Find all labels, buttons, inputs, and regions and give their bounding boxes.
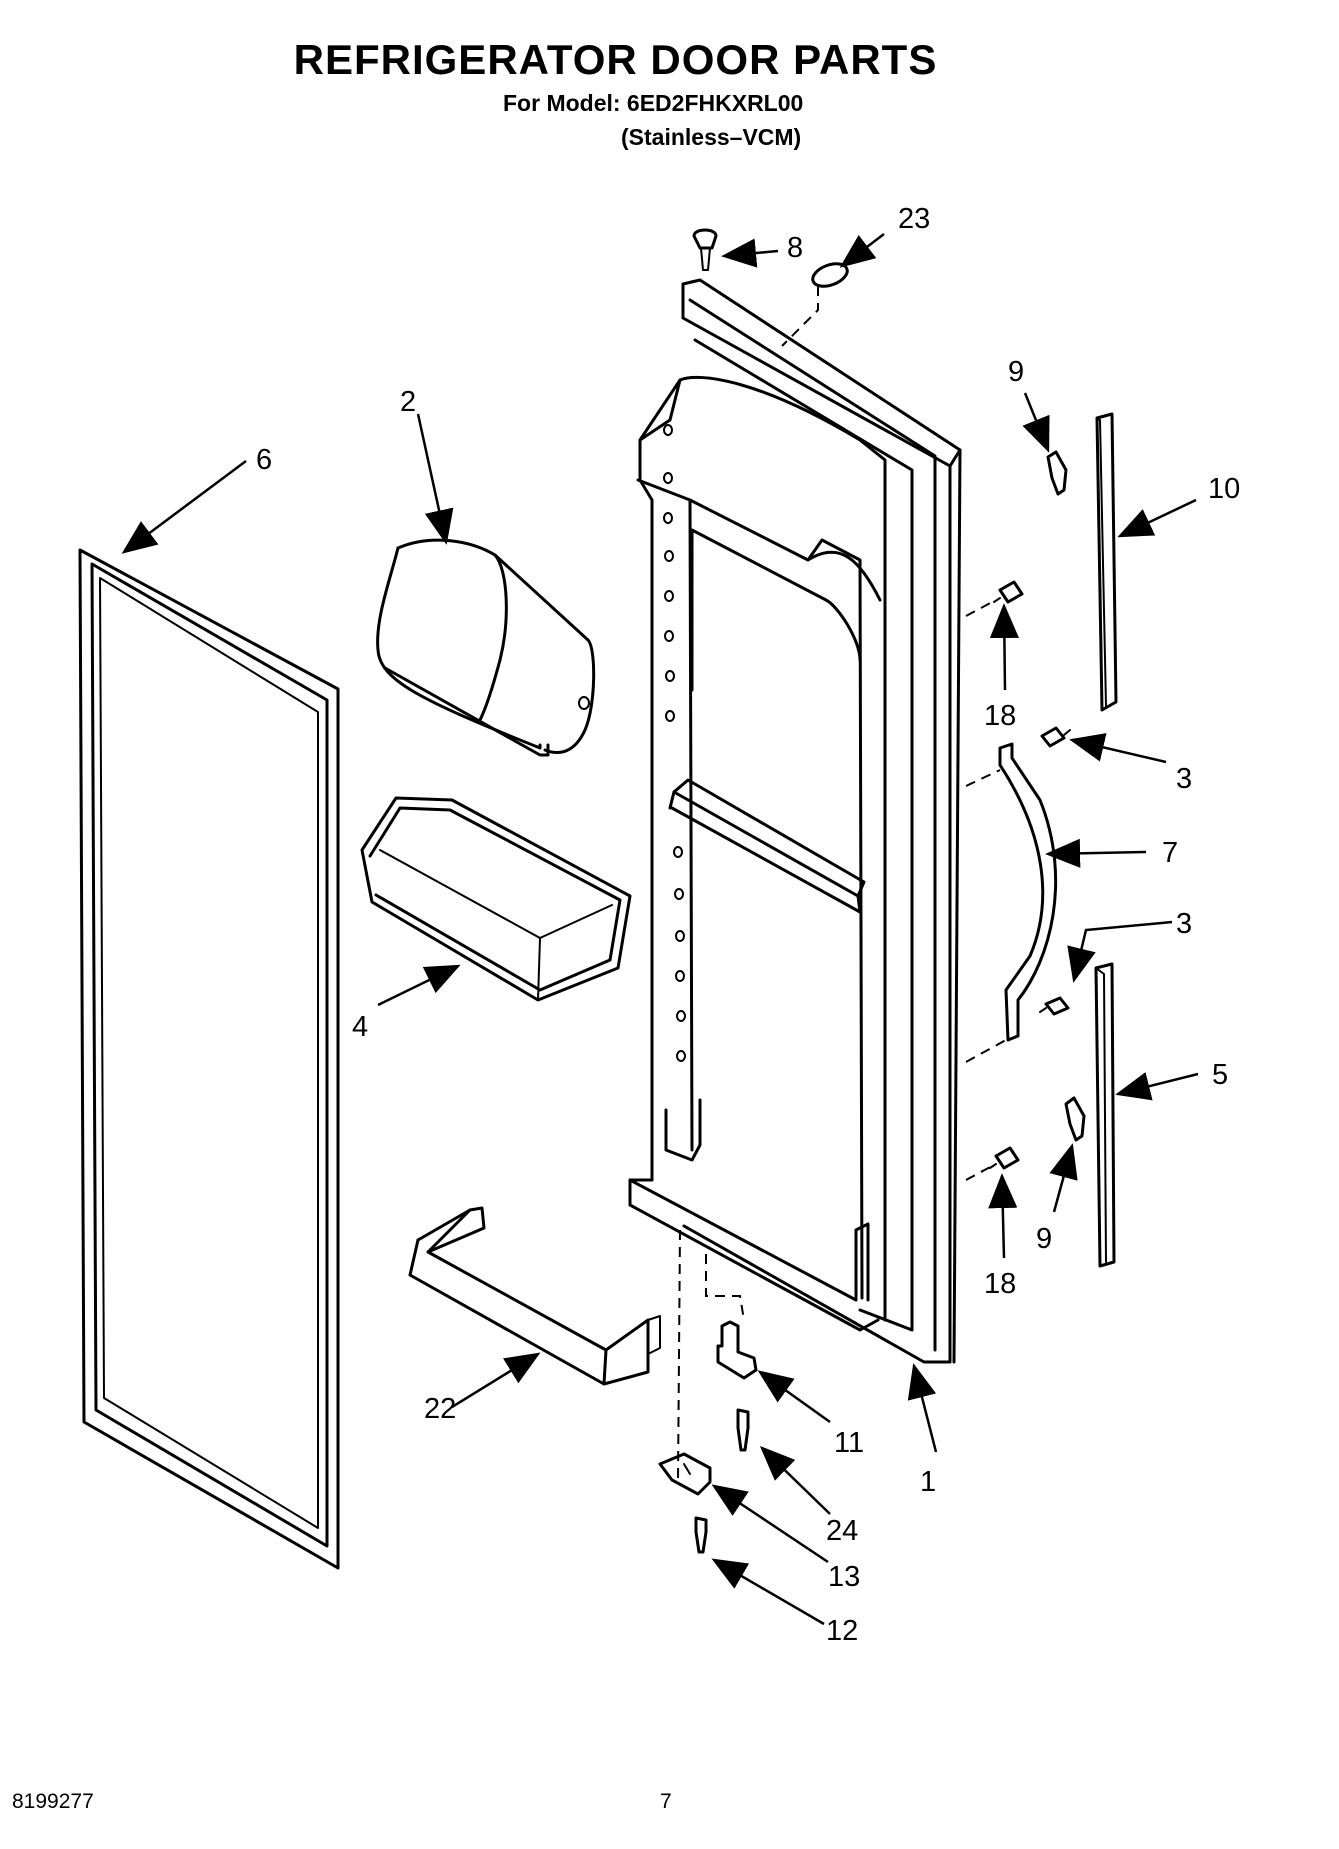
callout-24: 24: [826, 1515, 858, 1547]
callout-3-upper: 3: [1176, 763, 1192, 795]
door-bin-part: [360, 796, 632, 1002]
callout-3-lower: 3: [1176, 908, 1192, 940]
callout-12: 12: [826, 1615, 858, 1647]
trim-clip-upper-part: [1046, 450, 1068, 496]
callout-23: 23: [898, 203, 930, 235]
trim-screw-lower-part: [989, 1146, 1020, 1170]
callout-6: 6: [256, 444, 272, 476]
callout-1: 1: [920, 1466, 936, 1498]
trim-clip-lower-part: [1064, 1096, 1086, 1142]
page-number: 7: [660, 1790, 672, 1813]
leader-lines: [121, 233, 1199, 1626]
callout-2: 2: [400, 386, 416, 418]
lower-door-shelf-part: [408, 1206, 661, 1386]
callout-9-upper: 9: [1008, 356, 1024, 388]
handle-screw-lower-part: [1039, 996, 1070, 1016]
callout-13: 13: [828, 1561, 860, 1593]
callout-4: 4: [352, 1011, 368, 1043]
callout-22: 22: [424, 1393, 456, 1425]
callout-18-lower: 18: [984, 1268, 1016, 1300]
bottom-hinge-part: [716, 1320, 758, 1380]
finish-line: (Stainless–VCM): [621, 124, 802, 150]
top-hinge-bushing-part: [692, 228, 718, 271]
callout-7: 7: [1162, 837, 1178, 869]
door-shelf-holes: [663, 424, 686, 1062]
model-line: For Model: 6ED2FHKXRL00: [503, 90, 804, 116]
document-number: 8199277: [12, 1790, 94, 1813]
top-trim-part: [1095, 412, 1118, 712]
callout-10: 10: [1208, 473, 1240, 505]
door-assembly-part: [628, 278, 962, 1364]
handle-screw-upper-part: [1040, 726, 1071, 748]
bottom-trim-part: [1094, 962, 1116, 1268]
hinge-screw-part: [736, 1408, 750, 1452]
callout-18-upper: 18: [984, 700, 1016, 732]
hinge-bracket-part: [658, 1452, 712, 1496]
callout-8: 8: [787, 232, 803, 264]
callout-11: 11: [834, 1427, 864, 1459]
door-gasket-part: [78, 548, 340, 1570]
callout-9-lower: 9: [1036, 1223, 1052, 1255]
bracket-screw-part: [694, 1516, 708, 1554]
dairy-door-part: [376, 538, 596, 757]
trim-screw-upper-part: [993, 580, 1024, 604]
page-title: REFRIGERATOR DOOR PARTS: [293, 36, 938, 83]
hinge-cap-part: [811, 262, 849, 288]
callout-labels: 1 2 3 3 4 5 6 7 8 9 9 10 11 12 13 18 18 …: [256, 203, 1240, 1647]
callout-5: 5: [1212, 1059, 1228, 1091]
door-handle-part: [998, 742, 1058, 1042]
